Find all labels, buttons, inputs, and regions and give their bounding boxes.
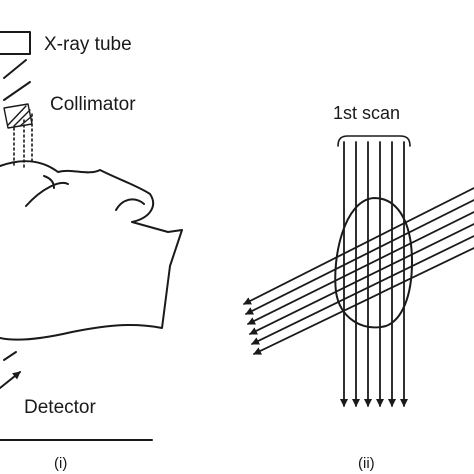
oblique-beam <box>251 235 474 345</box>
panel-ii-caption: (ii) <box>358 455 375 472</box>
xray-tube-label: X-ray tube <box>44 34 132 55</box>
panel-ii-diagram <box>243 135 474 407</box>
collimator-label: Collimator <box>50 94 136 115</box>
patient-inner-contour-2 <box>115 198 145 211</box>
oblique-beam <box>253 247 474 355</box>
collimator-tilt-mark <box>3 81 31 101</box>
patient-ear-contour <box>43 175 55 189</box>
xray-beam <box>13 113 33 169</box>
xray-tube-tilt-mark <box>3 59 27 79</box>
first-scan-bracket <box>337 135 411 147</box>
oblique-beam <box>247 211 474 325</box>
collimator-shape <box>3 103 33 129</box>
patient-inner-contour <box>25 182 69 207</box>
oblique-beam <box>249 223 474 335</box>
detector-arrow-lower <box>0 371 21 389</box>
first-scan-beams <box>340 141 408 407</box>
panel-i-caption: (i) <box>54 455 68 472</box>
xray-tube-shape <box>0 31 31 55</box>
oblique-beam <box>243 187 474 305</box>
patient-outline <box>0 160 183 341</box>
detector-arrow-upper <box>3 351 17 361</box>
panel-i-diagram <box>0 31 183 441</box>
oblique-beam <box>245 199 474 315</box>
detector-label: Detector <box>24 397 96 418</box>
oblique-scan-beams <box>243 187 474 355</box>
first-scan-label: 1st scan <box>333 103 401 123</box>
